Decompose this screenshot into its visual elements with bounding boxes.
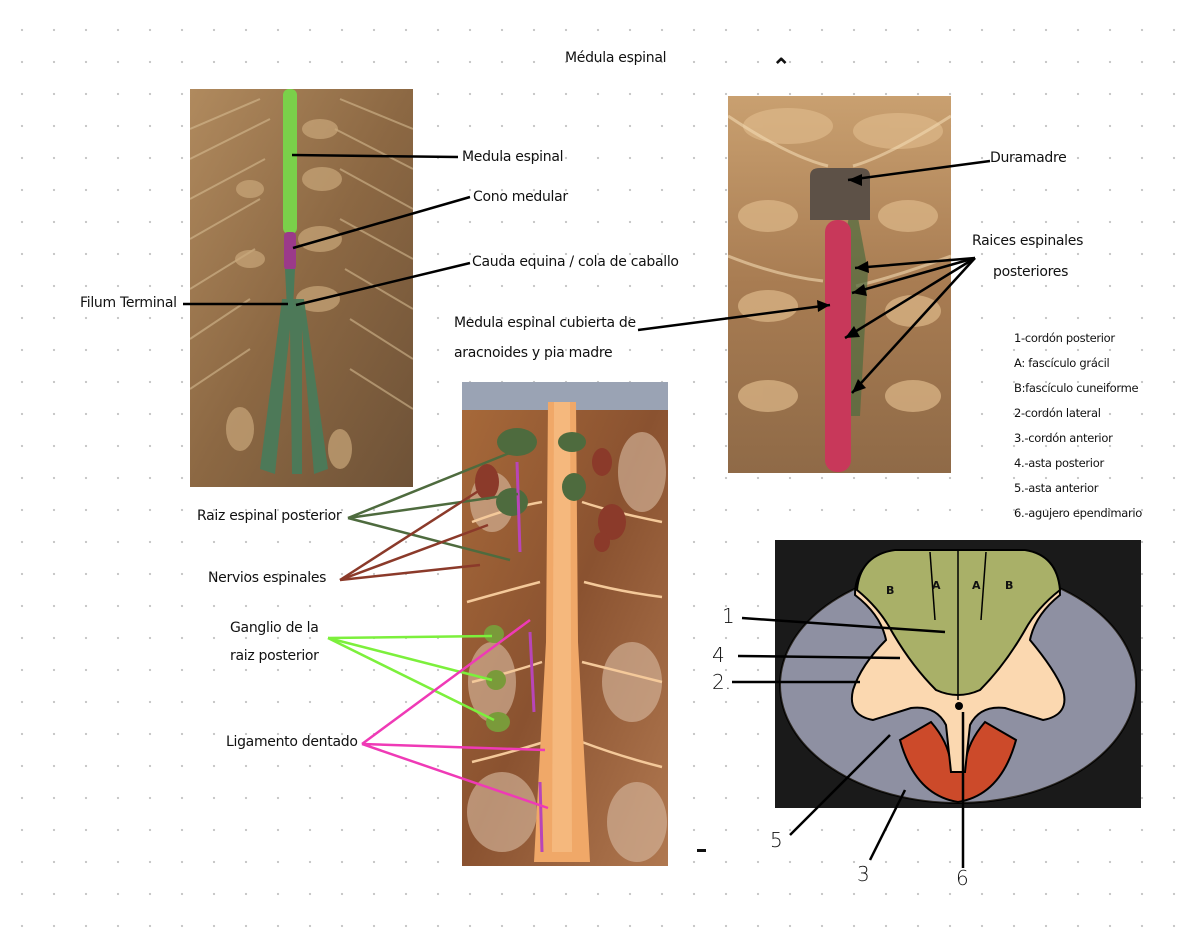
caret-up-icon: ⌃ [772, 54, 791, 79]
number-4: 4 [712, 643, 725, 667]
label-cauda-equina: Cauda equina / cola de caballo [472, 254, 679, 270]
label-cono-medular: Cono medular [473, 189, 568, 205]
label-nervios-espinales: Nervios espinales [208, 570, 327, 586]
spinal-nerves-image [462, 382, 668, 866]
label-medula-cubierta-1: Medula espinal cubierta de [454, 315, 636, 331]
label-raiz-espinal-posterior: Raiz espinal posterior [197, 508, 342, 524]
dash-mark [697, 849, 706, 852]
legend-item: 6.-agujero ependimario [1014, 506, 1143, 520]
page-title: Médula espinal [565, 50, 667, 66]
label-ganglio-2: raiz posterior [230, 648, 319, 664]
label-ligamento-dentado: Ligamento dentado [226, 734, 358, 750]
region-label-b-left: B [886, 584, 895, 597]
legend-item: 2-cordón lateral [1014, 406, 1101, 420]
region-label-a-left: A [932, 579, 941, 592]
label-medula-cubierta-2: aracnoides y pia madre [454, 345, 613, 361]
spinal-nerves-drawing [462, 382, 668, 866]
dura-dissection-drawing [728, 96, 951, 473]
number-6: 6 [956, 866, 969, 890]
label-raices-espinales: Raices espinales [972, 233, 1084, 249]
lumbar-dissection-image [190, 89, 413, 487]
dura-dissection-image [728, 96, 951, 473]
legend-list: 1-cordón posterior A: fascículo grácil B… [1014, 326, 1142, 526]
legend-item: A: fascículo grácil [1014, 356, 1110, 370]
label-ganglio-1: Ganglio de la [230, 620, 319, 636]
label-duramadre: Duramadre [990, 150, 1067, 166]
lumbar-dissection-drawing [190, 89, 413, 487]
label-filum-terminal: Filum Terminal [80, 295, 177, 311]
label-medula-espinal: Medula espinal [462, 149, 564, 165]
label-raices-posteriores: posteriores [993, 264, 1069, 280]
number-2: 2. [712, 670, 732, 694]
region-label-b-right: B [1005, 579, 1014, 592]
number-1: 1 [722, 604, 735, 628]
region-label-a-right: A [972, 579, 981, 592]
legend-item: 4.-asta posterior [1014, 456, 1104, 470]
number-3: 3 [857, 862, 870, 886]
legend-item: B:fascículo cuneiforme [1014, 381, 1139, 395]
legend-item: 3.-cordón anterior [1014, 431, 1113, 445]
number-5: 5 [770, 828, 783, 852]
legend-item: 1-cordón posterior [1014, 331, 1115, 345]
legend-item: 5.-asta anterior [1014, 481, 1099, 495]
